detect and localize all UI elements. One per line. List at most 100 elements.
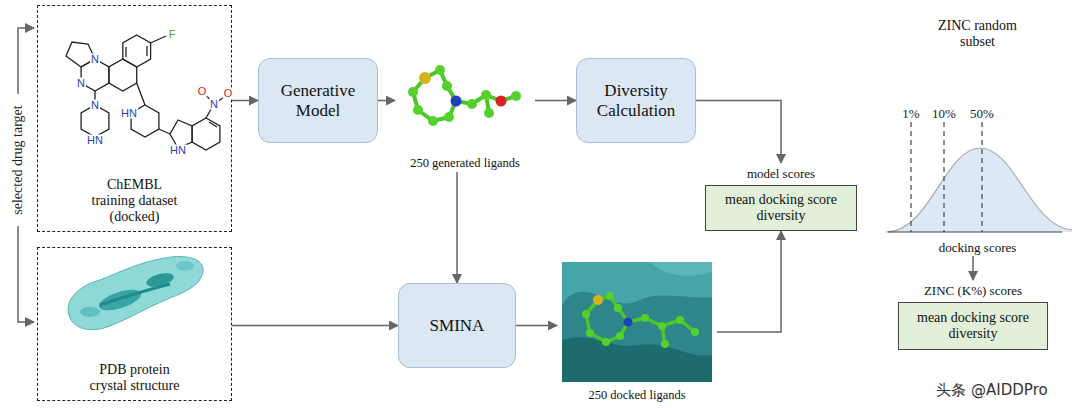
score-panel: mean docking score diversity: [705, 185, 857, 231]
docked-pose-part: [624, 318, 633, 327]
flow-arrow: [535, 100, 576, 102]
bracket-arrow-part: [18, 226, 34, 322]
docked-pose-part: [593, 295, 603, 305]
ligand-figure: 250 generated ligands: [395, 60, 535, 172]
node-text: 250 generated ligands: [410, 156, 520, 170]
docked-pose-part-part: [606, 292, 614, 300]
docked-pose-part: [582, 292, 699, 348]
docked-pose-part-part: [582, 310, 590, 318]
percentile-label: 10%: [932, 107, 956, 120]
docked-pose-part-part: [602, 338, 610, 346]
flow-arrow: [972, 256, 974, 280]
docked-pose-part: [562, 337, 712, 382]
score-box: ZINC (K%) scores mean docking score diver…: [898, 280, 1048, 350]
docked-pose: [562, 262, 712, 382]
distribution-curve-part-part: [981, 122, 982, 232]
flow-arrow: [232, 325, 398, 327]
ligand-model-part-part: [413, 105, 423, 115]
molecule-drawing-part: [109, 59, 137, 91]
molecule-drawing-part: [192, 118, 220, 150]
atom-label: HN: [86, 135, 104, 146]
distribution-chart: ZINC random subset docking scores: [880, 18, 1075, 256]
structure-panel: PDB protein crystal structure: [37, 247, 232, 401]
process-box: Generative Model: [258, 58, 378, 143]
molecule-drawing-part: [151, 36, 166, 43]
score-panel: mean docking score diversity: [898, 302, 1048, 350]
docked-pose-part-part: [661, 340, 669, 348]
flow-arrow: [232, 100, 258, 102]
atom-label: F: [168, 29, 177, 40]
flow-arrow: [696, 101, 781, 164]
docked-pose-part-part: [614, 304, 622, 312]
docked-pose-part: [650, 262, 712, 276]
distribution-curve-part-part: [910, 122, 911, 232]
atom-label: N: [90, 100, 100, 111]
docked-pose-part: [562, 262, 712, 382]
distribution-curve-part: [886, 148, 1072, 232]
docked-pose-part: [586, 296, 695, 344]
process-box: SMINA: [398, 283, 516, 368]
node-text: Generative Model: [268, 81, 368, 120]
drug-target-label: selected drug target: [11, 105, 25, 214]
docked-pose-part-part: [676, 316, 684, 324]
node-text: ZINC random subset: [933, 18, 1023, 50]
ligand-model-part-part: [442, 81, 452, 91]
ligand-model-part-part: [428, 116, 438, 126]
flow-arrow: [717, 231, 781, 332]
score-box: model scores mean docking score diversity: [705, 163, 857, 231]
flow-arrow: [516, 325, 557, 327]
ligand-model-part-part: [408, 87, 418, 97]
process-box: Diversity Calculation: [576, 58, 696, 143]
atom-label: N: [76, 78, 86, 89]
docked-pose-part-part: [616, 332, 624, 340]
atom-label: O: [197, 86, 208, 97]
percentile-label: 1%: [902, 107, 919, 120]
ligand-model-part-part: [481, 90, 491, 100]
distribution-curve-part: [886, 148, 1072, 232]
ligand-model-part: [419, 72, 431, 84]
atom-label: HN: [120, 108, 138, 119]
molecule-drawing-part: [146, 46, 147, 56]
node-text: SMINA: [430, 316, 485, 336]
molecule-drawing-part: [159, 129, 170, 134]
docked-pose-part-part: [658, 322, 666, 330]
flow-arrow: [378, 100, 395, 102]
docked-pose-part-part: [586, 329, 594, 337]
distribution-curve-part: [911, 122, 982, 232]
dataset-panel: ChEMBL training dataset (docked): [37, 5, 232, 232]
atom-label: N: [209, 99, 219, 110]
ligand-model-part: [408, 65, 521, 126]
box-heading: ZINC (K%) scores: [924, 284, 1022, 299]
node-text: ChEMBL training dataset (docked): [89, 177, 181, 225]
protein-surface-part: [97, 286, 144, 315]
molecule-drawing-part: [209, 122, 217, 127]
molecule-drawing: [66, 35, 227, 150]
protein-surface-part: [176, 261, 194, 271]
node-text: 250 docked ligands: [588, 388, 685, 402]
protein-surface-part: [68, 257, 203, 330]
watermark: 头条 @AIDDPro: [936, 383, 1047, 398]
ligand-model-part: [496, 96, 507, 107]
protein-surface: [68, 257, 203, 330]
distribution-curve: [886, 122, 1072, 232]
percentile-label: 50%: [970, 107, 994, 120]
protein-surface-part: [100, 284, 170, 305]
atom-label: HN: [169, 145, 187, 156]
flow-arrow: [456, 172, 458, 283]
molecule-drawing-part: [137, 83, 145, 105]
ligand-model-part-part: [444, 112, 454, 122]
box-text: mean docking score diversity: [715, 192, 847, 224]
axis-title: docking scores: [939, 241, 1017, 256]
distribution-curve-part: [888, 231, 1062, 232]
docked-pose-part-part: [641, 314, 649, 322]
node-text: PDB protein crystal structure: [87, 362, 183, 394]
atom-label: N: [90, 54, 100, 65]
distribution-curve-part-part: [943, 122, 944, 232]
ligand-model-part-part: [467, 99, 477, 109]
ligand-model-part-part: [511, 91, 521, 101]
node-text: Diversity Calculation: [586, 81, 686, 120]
box-heading: model scores: [747, 167, 815, 182]
atom-label: O: [223, 88, 234, 99]
box-text: mean docking score diversity: [907, 310, 1039, 342]
